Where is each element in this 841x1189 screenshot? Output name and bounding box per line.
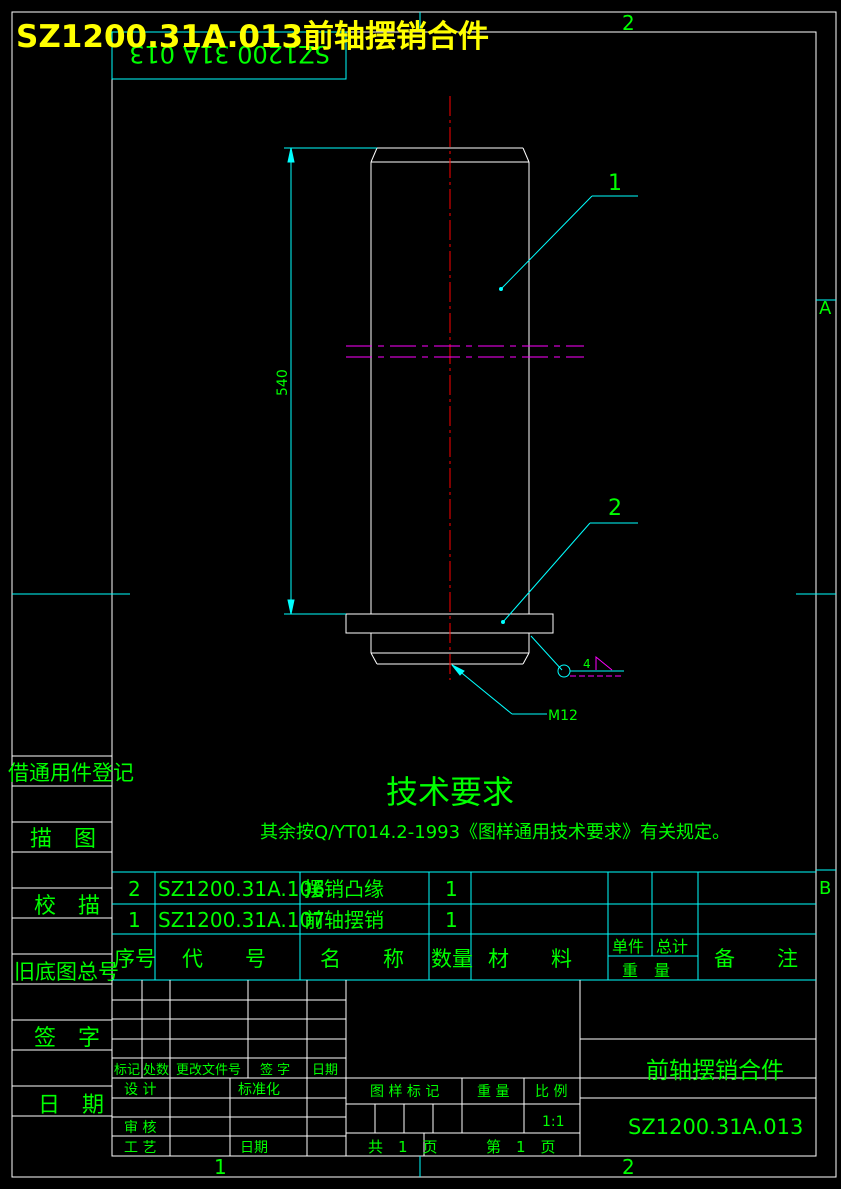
fillet-weld-icon: [595, 655, 613, 671]
tb-total-pages: 共 1 页: [368, 1138, 438, 1156]
bom-row-name: 摆销凸缘: [304, 877, 384, 901]
tb-mark: 标记: [114, 1063, 140, 1078]
leader-2: [501, 522, 638, 624]
bom-header-weight: 重 量: [622, 961, 670, 980]
bom-row-qty: 1: [445, 908, 458, 932]
weld-size: 4: [583, 657, 591, 671]
tb-date2: 日期: [240, 1140, 268, 1156]
thread-label: M12: [548, 708, 578, 724]
side-label-6: 日 期: [38, 1093, 104, 1118]
bom-header-code: 代 号: [182, 947, 266, 971]
zone-label-top-2: 2: [622, 11, 635, 35]
weld-symbol: [530, 635, 624, 678]
side-label-1: 借通用件登记: [8, 761, 134, 785]
bom-header-unit: 单件: [612, 937, 644, 956]
side-label-5: 签 字: [34, 1026, 100, 1051]
bom-row-name: 前轴摆销: [304, 908, 384, 932]
bom-header-name: 名 称: [320, 947, 404, 971]
tb-part-code: SZ1200.31A.013: [628, 1115, 803, 1139]
callout-2: 2: [608, 496, 622, 521]
side-label-4: 旧底图总号: [14, 960, 119, 984]
tech-req-heading: 技术要求: [386, 773, 514, 811]
tb-count: 处数: [143, 1063, 169, 1078]
title-block-grid: [111, 980, 816, 1156]
cross-hole-lines: [346, 345, 584, 358]
bom-header-no: 序号: [114, 947, 156, 971]
mirror-code-box: [111, 31, 347, 80]
tb-standard: 标准化: [238, 1082, 280, 1098]
bom-grid: [112, 871, 816, 981]
mirror-code: SZ1200 31A 013: [129, 40, 330, 68]
bom-row-code: SZ1200.31A.107: [158, 908, 325, 932]
zone-label-bottom-2: 2: [622, 1155, 635, 1179]
bom-row-no: 1: [128, 908, 141, 932]
bom-header-remark: 备 注: [714, 947, 798, 971]
callout-1: 1: [608, 171, 622, 196]
tb-weight: 重 量: [477, 1084, 509, 1100]
zone-label-B: B: [819, 878, 831, 899]
tb-doc: 更改文件号: [176, 1063, 241, 1078]
leader-m12: [451, 664, 547, 715]
tb-pattern-mark: 图 样 标 记: [370, 1084, 439, 1100]
tb-process: 工 艺: [124, 1140, 156, 1156]
zone-label-bottom-1: 1: [214, 1155, 227, 1179]
tb-part-name: 前轴摆销合件: [646, 1058, 784, 1084]
tech-req-text: 其余按Q/YT014.2-1993《图样通用技术要求》有关规定。: [260, 822, 730, 843]
dimension-540-value: 540: [275, 369, 291, 396]
tb-design: 设 计: [124, 1082, 156, 1098]
tb-scale: 比 例: [535, 1084, 567, 1100]
bom-row-code: SZ1200.31A.106: [158, 877, 325, 901]
leader-1: [499, 195, 638, 291]
dimension-540: [284, 147, 377, 615]
bom-header-total: 总计: [656, 937, 688, 956]
side-label-2: 描 图: [30, 827, 96, 852]
tb-scale-value: 1:1: [542, 1114, 565, 1130]
side-column-grid: [12, 755, 112, 1117]
tb-date: 日期: [312, 1063, 338, 1078]
side-label-3: 校 描: [34, 894, 100, 919]
title-overlay: SZ1200.31A.013前轴摆销合件: [16, 19, 489, 55]
zone-ticks: [12, 12, 836, 1177]
bom-row-qty: 1: [445, 877, 458, 901]
tb-sign: 签 字: [260, 1062, 290, 1078]
outer-frame: [11, 11, 837, 1178]
tb-review: 审 核: [124, 1120, 156, 1136]
bom-header-material: 材 料: [488, 947, 572, 971]
zone-label-A: A: [819, 298, 832, 319]
bom-header-qty: 数量: [431, 947, 473, 971]
tb-page-no: 第 1 页: [486, 1138, 556, 1156]
bom-row-no: 2: [128, 877, 141, 901]
